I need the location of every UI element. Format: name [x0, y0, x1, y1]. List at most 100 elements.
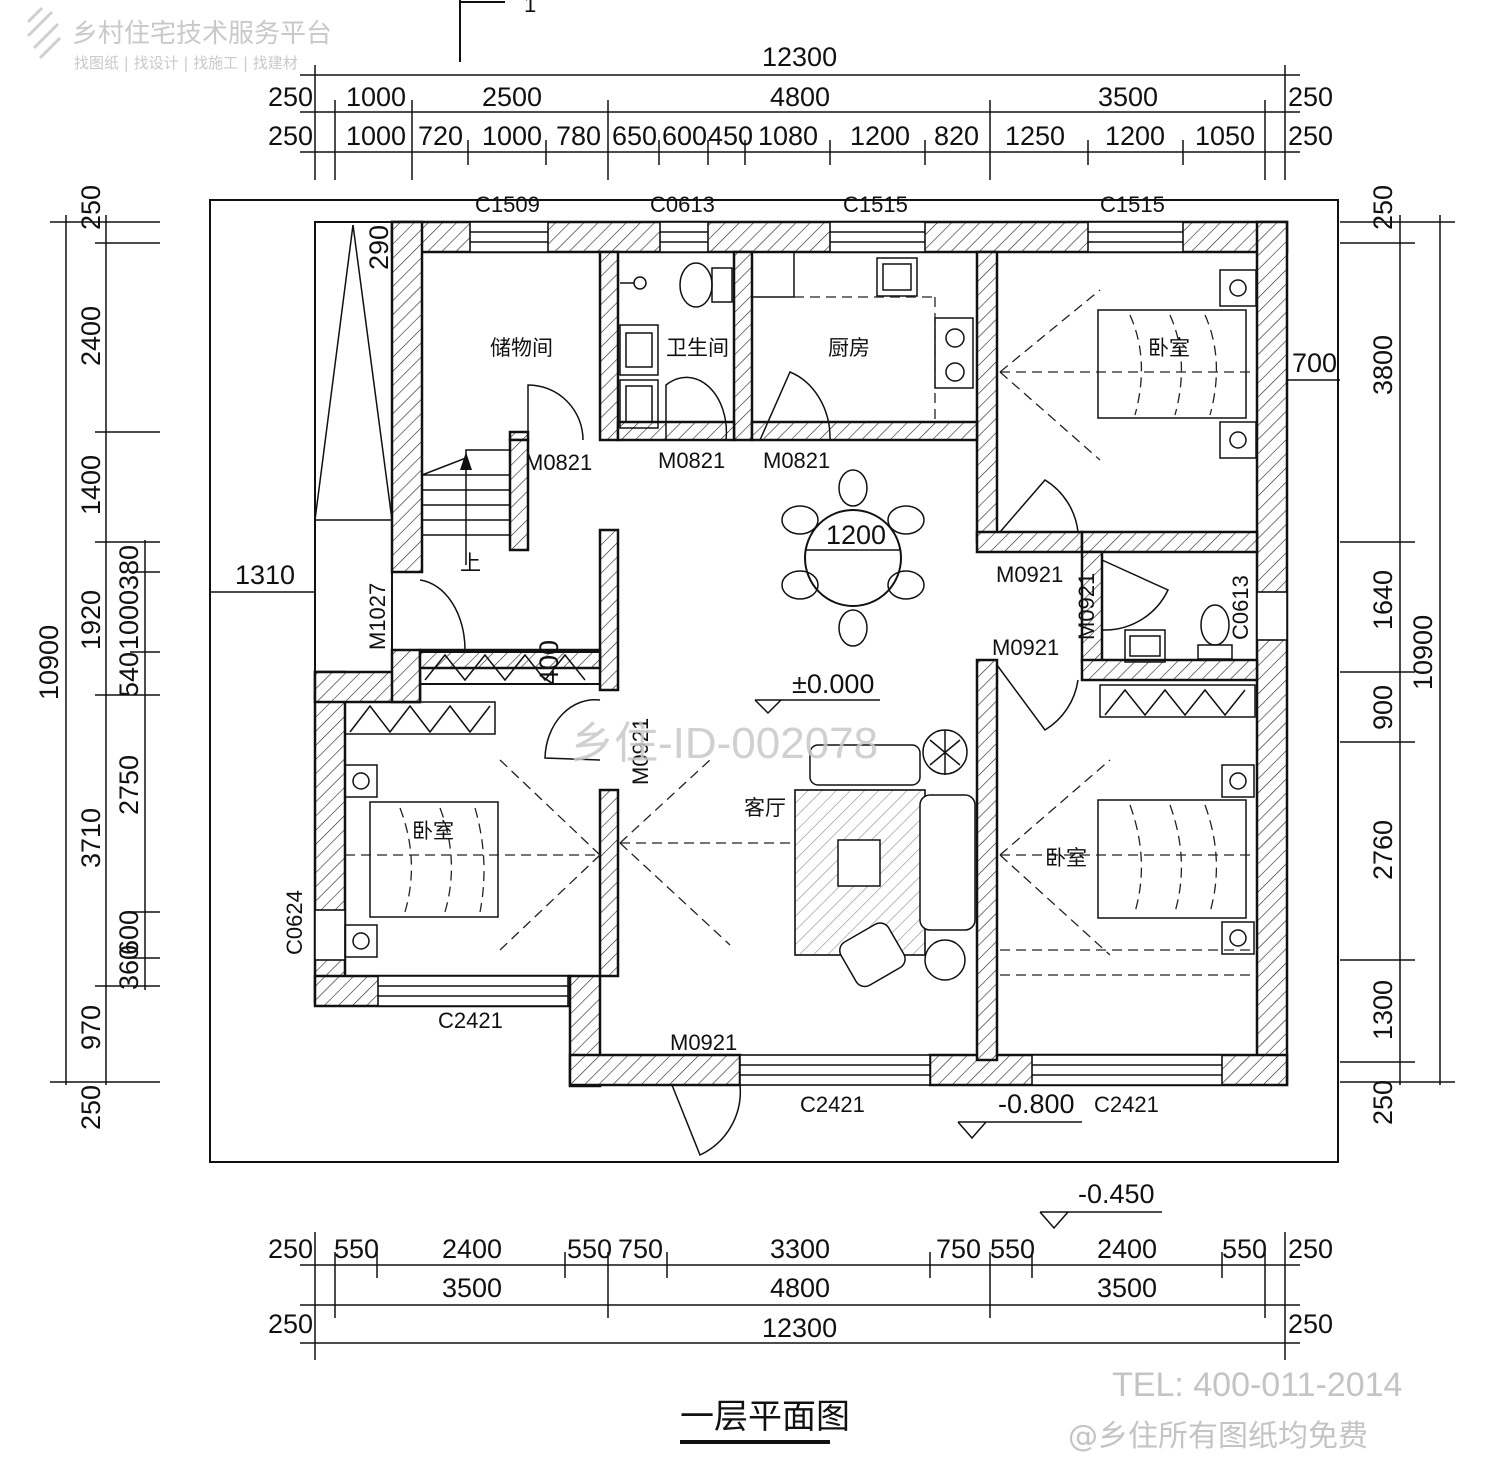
room-living: 客厅	[744, 796, 786, 820]
dim-label: 1200	[850, 121, 910, 151]
dim-label: 2760	[1368, 820, 1398, 880]
dim-label: 250	[1368, 185, 1398, 230]
brand-name: 乡村住宅技术服务平台	[72, 19, 332, 49]
dim-label: 4800	[770, 82, 830, 112]
dim-label: 1300	[1368, 980, 1398, 1040]
section-mark-label: 1	[524, 0, 536, 17]
door-label: M1027	[365, 583, 390, 650]
dim-label: 1200	[826, 520, 886, 550]
dim-label: 550	[990, 1234, 1035, 1264]
dim-label: 970	[76, 1005, 106, 1050]
dim-label: 360	[114, 945, 144, 990]
right-dimensions: 10900 250 3800 1640 900 2760 1300 250	[1340, 185, 1455, 1125]
dim-label: 700	[1292, 348, 1337, 378]
dim-label: 1000	[346, 121, 406, 151]
dim-label: 250	[76, 1085, 106, 1130]
dim-label: 250	[268, 1234, 313, 1264]
dim-label: 1000	[346, 82, 406, 112]
contact-tel: TEL: 400-011-2014	[1112, 1366, 1402, 1404]
dim-label: 3800	[1368, 335, 1398, 395]
dim-label: 3500	[1098, 82, 1158, 112]
dim-label: 250	[1288, 121, 1333, 151]
window-label: C1515	[1100, 192, 1165, 217]
door-label: M0921	[628, 718, 653, 785]
bed-sw	[344, 764, 499, 958]
room-storage: 储物间	[490, 336, 553, 360]
dim-left-total: 10900	[34, 625, 64, 700]
bed-se	[1097, 764, 1255, 955]
drawing-title: 一层平面图	[680, 1397, 850, 1444]
dim-label: 250	[76, 185, 106, 230]
dim-label: 550	[567, 1234, 612, 1264]
top-dimensions: 12300 250 1000 2500 4800 3500 250 250 10…	[268, 42, 1333, 180]
bottom-dimensions: 250 550 2400 550 750 3300 750 550 2400 5…	[268, 1232, 1333, 1360]
watermark: 乡住-ID-002078	[570, 719, 878, 768]
window-label: C2421	[800, 1092, 865, 1117]
dim-label: 380	[114, 545, 144, 590]
level-floor-label: ±0.000	[792, 669, 874, 699]
dim-label: 1050	[1195, 121, 1255, 151]
bed-ne	[1097, 269, 1257, 459]
door-swings	[419, 371, 1170, 1157]
door-label: M0921	[670, 1030, 737, 1055]
dim-label: 1920	[76, 590, 106, 650]
dim-label: 1000	[482, 121, 542, 151]
dim-label: 720	[418, 121, 463, 151]
contact-info: TEL: 400-011-2014 @乡住所有图纸均免费	[1068, 1366, 1402, 1454]
door-label: M0921	[992, 635, 1059, 660]
window-openings	[314, 221, 1288, 1086]
room-bedroom-ne: 卧室	[1148, 336, 1190, 360]
window-label: C1509	[475, 192, 540, 217]
toilet-fixtures	[619, 262, 733, 429]
walls	[313, 220, 1289, 1088]
dim-label: 650	[612, 121, 657, 151]
door-labels: M0821 M0821 M0821 M0921 M0921 M0921 M102…	[365, 448, 1099, 1055]
stair-arrow-icon	[460, 452, 472, 470]
dim-label: 250	[1288, 1234, 1333, 1264]
window-labels: C1509 C0613 C1515 C1515 C0613 C0624 C242…	[282, 192, 1253, 1117]
living-furniture	[794, 729, 976, 988]
dim-right-total: 10900	[1408, 615, 1438, 690]
dim-label: 2400	[76, 306, 106, 366]
dim-label: 3300	[770, 1234, 830, 1264]
stair-up-label: 上	[460, 551, 481, 575]
kitchen-fixtures	[751, 251, 974, 420]
dim-label: 900	[1368, 685, 1398, 730]
dim-label: 1080	[758, 121, 818, 151]
dim-label: 1640	[1368, 570, 1398, 630]
window-label: C0624	[282, 890, 307, 955]
brand-logo: 乡村住宅技术服务平台 找图纸 | 找设计 | 找施工 | 找建材	[26, 6, 332, 72]
room-bedroom-sw: 卧室	[412, 819, 454, 843]
door-label: M0821	[525, 450, 592, 475]
left-dimensions: 10900 250 2400 1400 1920 3710 970 250 38…	[34, 185, 160, 1130]
window-label: C0613	[650, 192, 715, 217]
dim-label: 2750	[114, 755, 144, 815]
dim-label: 1000	[114, 590, 144, 650]
dim-label: 550	[334, 1234, 379, 1264]
dim-label: 3710	[76, 808, 106, 868]
dining-table	[781, 469, 925, 647]
dim-label: 2400	[1097, 1234, 1157, 1264]
level-exterior-label: -0.800	[998, 1089, 1075, 1119]
dim-label: 750	[618, 1234, 663, 1264]
dim-label: 250	[268, 82, 313, 112]
contact-note: @乡住所有图纸均免费	[1068, 1419, 1368, 1454]
dim-label: 3500	[442, 1273, 502, 1303]
level-step-label: -0.450	[1078, 1179, 1155, 1209]
dim-label: 400	[534, 640, 564, 685]
brand-mark-icon	[26, 6, 62, 60]
room-bedroom-se: 卧室	[1045, 846, 1087, 870]
door-label: M0821	[763, 448, 830, 473]
window-label: C2421	[438, 1008, 503, 1033]
door-label: M0921	[996, 562, 1063, 587]
dim-label: 2500	[482, 82, 542, 112]
dim-label: 250	[1288, 1309, 1333, 1339]
window-label: C1515	[843, 192, 908, 217]
dim-label: 250	[268, 1309, 313, 1339]
shoe-cabinet	[419, 651, 601, 685]
drawing-title-text: 一层平面图	[680, 1397, 850, 1437]
dim-label: 600	[114, 910, 144, 955]
dim-label: 750	[936, 1234, 981, 1264]
dim-label: 290	[364, 225, 394, 270]
dim-label: 820	[934, 121, 979, 151]
